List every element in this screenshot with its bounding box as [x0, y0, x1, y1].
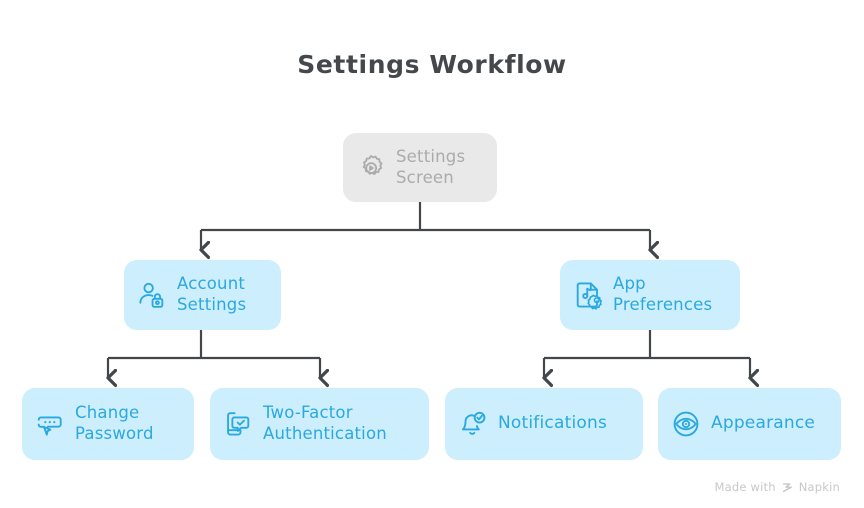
node-change-password[interactable]: Change Password	[22, 388, 194, 460]
node-notifications[interactable]: Notifications	[445, 388, 643, 460]
watermark-made-with-label: Made with	[714, 480, 776, 494]
napkin-chevrons-icon	[781, 481, 794, 494]
node-appearance[interactable]: Appearance	[658, 388, 841, 460]
page-title: Settings Workflow	[297, 50, 567, 79]
eye-circle-icon	[671, 409, 701, 439]
node-label: Two-Factor Authentication	[263, 403, 387, 443]
node-label: App Preferences	[613, 274, 713, 314]
node-account-settings[interactable]: Account Settings	[124, 260, 281, 330]
watermark-brand-label: Napkin	[798, 480, 840, 494]
napkin-watermark: Made with Napkin	[715, 480, 841, 494]
document-music-gear-icon	[573, 280, 603, 310]
person-lock-icon	[137, 280, 167, 310]
device-check-bubble-icon	[223, 409, 253, 439]
node-label: Change Password	[75, 403, 154, 443]
bell-check-icon	[458, 409, 488, 439]
node-app-preferences[interactable]: App Preferences	[560, 260, 740, 330]
node-label: Settings Screen	[396, 146, 466, 187]
node-label: Appearance	[711, 413, 816, 434]
password-field-cursor-icon	[35, 409, 65, 439]
gear-play-icon	[356, 153, 386, 183]
node-label: Notifications	[498, 413, 607, 434]
node-two-factor-authentication[interactable]: Two-Factor Authentication	[210, 388, 429, 460]
node-settings-screen[interactable]: Settings Screen	[343, 133, 497, 202]
node-label: Account Settings	[177, 274, 247, 314]
